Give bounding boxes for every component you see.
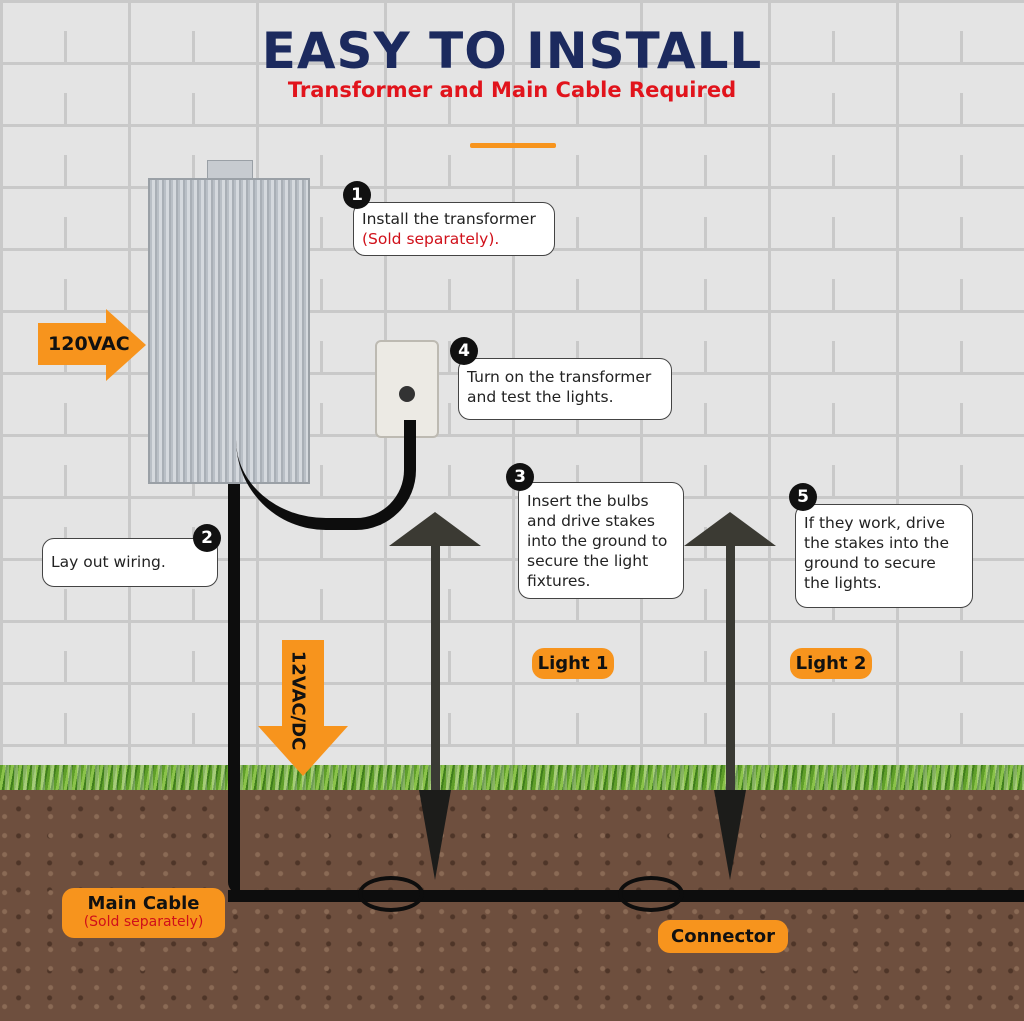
connector-1	[358, 876, 424, 912]
step-5-number: 5	[789, 483, 817, 511]
light-2-label: Light 2	[790, 648, 872, 679]
light-1-stake	[419, 790, 451, 880]
step-1-number: 1	[343, 181, 371, 209]
step-5-text: If they work, drive the stakes into the …	[804, 514, 950, 592]
step-1-bubble: Install the transformer (Sold separately…	[353, 202, 555, 256]
step-4-text: Turn on the transformer and test the lig…	[467, 368, 652, 406]
light-1-label: Light 1	[532, 648, 614, 679]
connector-label: Connector	[658, 920, 788, 953]
output-voltage-arrow: 12VAC/DC	[258, 640, 348, 780]
light-1-pole	[431, 546, 440, 796]
input-voltage-label: 120VAC	[48, 333, 130, 355]
step-2-text: Lay out wiring.	[51, 553, 166, 571]
step-1-note: (Sold separately).	[362, 230, 500, 248]
light-1-shade	[389, 512, 481, 546]
step-3-bubble: Insert the bulbs and drive stakes into t…	[518, 482, 684, 599]
page-subtitle: Transformer and Main Cable Required	[287, 78, 737, 102]
step-1-text: Install the transformer	[362, 210, 536, 228]
connector-2	[618, 876, 684, 912]
main-cable-vertical	[228, 484, 240, 894]
output-voltage-label: 12VAC/DC	[287, 650, 309, 751]
step-4-number: 4	[450, 337, 478, 365]
main-cable-note: (Sold separately)	[83, 914, 204, 930]
light-2-shade	[684, 512, 776, 546]
step-3-number: 3	[506, 463, 534, 491]
step-5-bubble: If they work, drive the stakes into the …	[795, 504, 973, 608]
main-cable-label: Main Cable (Sold separately)	[62, 888, 225, 938]
light-2-pole	[726, 546, 735, 796]
step-2-bubble: Lay out wiring.	[42, 538, 218, 587]
main-cable-title: Main Cable	[87, 893, 200, 914]
step-2-number: 2	[193, 524, 221, 552]
divider	[470, 143, 556, 148]
light-2-stake	[714, 790, 746, 880]
step-4-bubble: Turn on the transformer and test the lig…	[458, 358, 672, 420]
page-title: EASY TO INSTALL	[261, 22, 763, 80]
step-3-text: Insert the bulbs and drive stakes into t…	[527, 492, 668, 590]
